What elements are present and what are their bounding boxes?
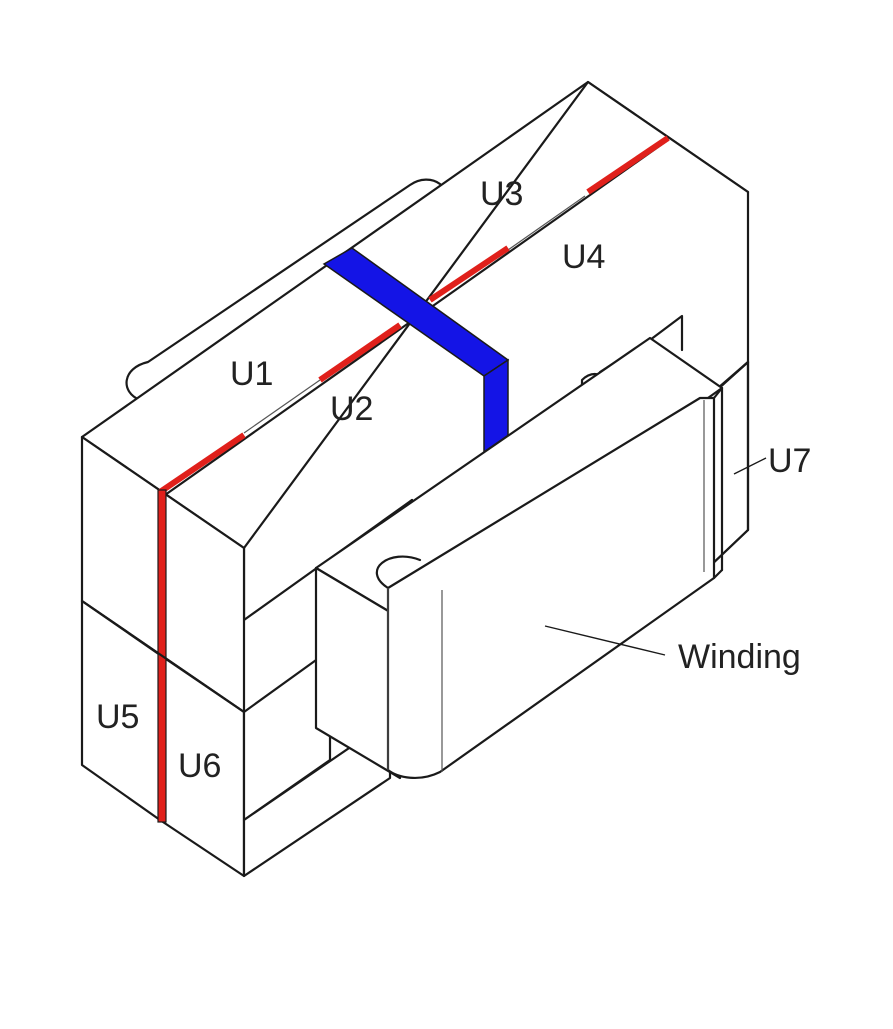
label-u1: U1	[230, 355, 273, 393]
lower-right-face-bottom	[242, 718, 392, 878]
leader-u7	[733, 457, 767, 475]
label-u5: U5	[96, 698, 139, 736]
label-u6: U6	[178, 747, 221, 785]
label-u7: U7	[768, 442, 811, 480]
back-window-edge	[125, 178, 442, 402]
label-winding: Winding	[678, 638, 801, 676]
winding-front-face	[386, 396, 716, 779]
winding	[314, 336, 724, 780]
label-u2: U2	[330, 390, 373, 428]
label-u4: U4	[562, 238, 605, 276]
leader-winding	[544, 625, 666, 656]
label-u3: U3	[480, 175, 523, 213]
